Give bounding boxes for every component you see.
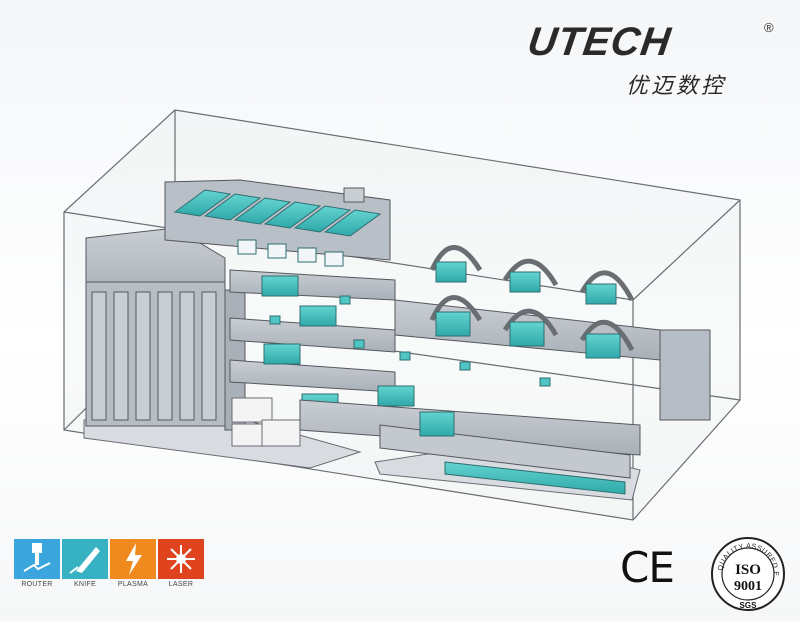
iso-seal-icon: QUALITY ASSURED FIRM ISO 9001 SGS xyxy=(705,529,785,611)
service-router: ROUTER xyxy=(14,539,60,591)
top-cabinets xyxy=(164,179,391,267)
laser-icon xyxy=(158,539,204,579)
service-plasma: PLASMA xyxy=(110,539,156,591)
service-label: ROUTER xyxy=(21,581,53,588)
gantry-machines xyxy=(299,245,711,495)
registered-mark: ® xyxy=(764,20,774,35)
brand-wordmark: UTECH xyxy=(524,20,674,64)
knife-icon xyxy=(62,539,108,579)
service-laser: LASER xyxy=(158,539,204,591)
teal-detail-blocks xyxy=(269,295,551,387)
service-label: KNIFE xyxy=(73,581,97,588)
iso-9001-badge: QUALITY ASSURED FIRM ISO 9001 SGS xyxy=(705,529,788,614)
white-crates xyxy=(231,397,301,447)
brand-chinese-name: 优迈数控 xyxy=(626,74,727,99)
left-panel-rack xyxy=(85,227,246,431)
ce-mark: CE xyxy=(620,543,675,592)
service-label: PLASMA xyxy=(117,581,149,588)
iso-number: 9001 xyxy=(734,579,762,594)
plasma-icon xyxy=(110,539,156,579)
router-icon xyxy=(14,539,60,579)
service-knife: KNIFE xyxy=(62,539,108,591)
utech-logo: UTECH ® 优迈数控 xyxy=(524,20,788,100)
service-label: LASER xyxy=(168,581,194,588)
iso-footer: SGS xyxy=(740,601,758,610)
iso-text: ISO xyxy=(735,562,761,578)
